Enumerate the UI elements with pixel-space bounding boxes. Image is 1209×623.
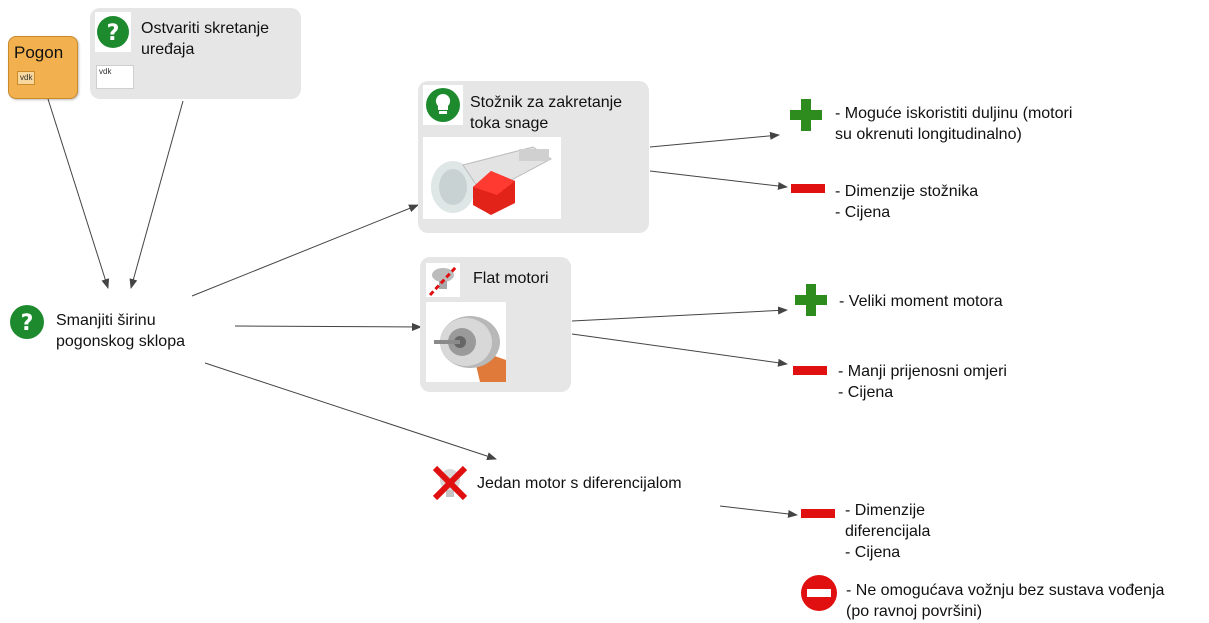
ostvariti-node[interactable]: ? Ostvariti skretanje uređaja vdk: [90, 8, 301, 99]
rejected-idea-icon: [432, 465, 468, 501]
arrow-pogon-to-smanjiti: [47, 98, 110, 289]
crossed-lamp-icon: [426, 263, 460, 297]
pogon-label: Pogon: [14, 43, 64, 62]
ostvariti-label: Ostvariti skretanje uređaja: [141, 20, 270, 58]
arrow-smanjiti-to-stoznik: [191, 204, 419, 297]
jedan-block-note: - Ne omogućava vožnju bez sustava vođenj…: [846, 582, 1165, 620]
lightbulb-icon: [423, 85, 463, 125]
arrow-flat-to-con: [571, 333, 788, 367]
question-icon: ?: [10, 305, 44, 339]
arrow-smanjiti-to-flat: [234, 322, 422, 331]
flat-con-note: - Manji prijenosni omjeri - Cijena: [838, 363, 1007, 401]
arrow-stoznik-to-con: [649, 170, 788, 190]
no-entry-icon: [801, 575, 837, 611]
minus-icon: [793, 366, 827, 375]
svg-text:?: ?: [21, 311, 34, 336]
minus-icon: [801, 509, 835, 518]
plus-icon: [795, 284, 827, 316]
minus-icon: [791, 184, 825, 193]
stoznik-label: Stožnik za zakretanje toka snage: [470, 94, 623, 132]
pogon-tag: vdk: [17, 71, 36, 85]
arrow-ostvariti-to-smanjiti: [129, 100, 184, 289]
smanjiti-label[interactable]: Smanjiti širinu pogonskog sklopa: [56, 312, 185, 350]
stoznik-pro-note: - Moguće iskoristiti duljinu (motori su …: [835, 105, 1073, 143]
flat-motor-image: [426, 302, 506, 382]
arrow-stoznik-to-pro: [649, 131, 780, 148]
flat-node[interactable]: Flat motori: [420, 257, 571, 392]
question-icon: ?: [95, 12, 131, 52]
flat-pro-note: - Veliki moment motora: [839, 293, 1003, 310]
jedan-con-note: - Dimenzije diferencijala - Cijena: [845, 502, 931, 561]
bevel-gear-image: [423, 137, 561, 219]
stoznik-node[interactable]: Stožnik za zakretanje toka snage: [418, 81, 649, 233]
pogon-node[interactable]: Pogon vdk: [8, 36, 78, 99]
arrow-smanjiti-to-jedan: [204, 362, 497, 460]
arrow-flat-to-pro: [571, 306, 788, 322]
jedan-label[interactable]: Jedan motor s diferencijalom: [477, 475, 682, 492]
ostvariti-tag: vdk: [96, 65, 134, 89]
stoznik-con-note: - Dimenzije stožnika - Cijena: [835, 183, 979, 221]
svg-text:?: ?: [107, 21, 120, 46]
plus-icon: [790, 99, 822, 131]
arrow-jedan-to-con: [719, 505, 798, 518]
flat-label: Flat motori: [473, 270, 549, 287]
